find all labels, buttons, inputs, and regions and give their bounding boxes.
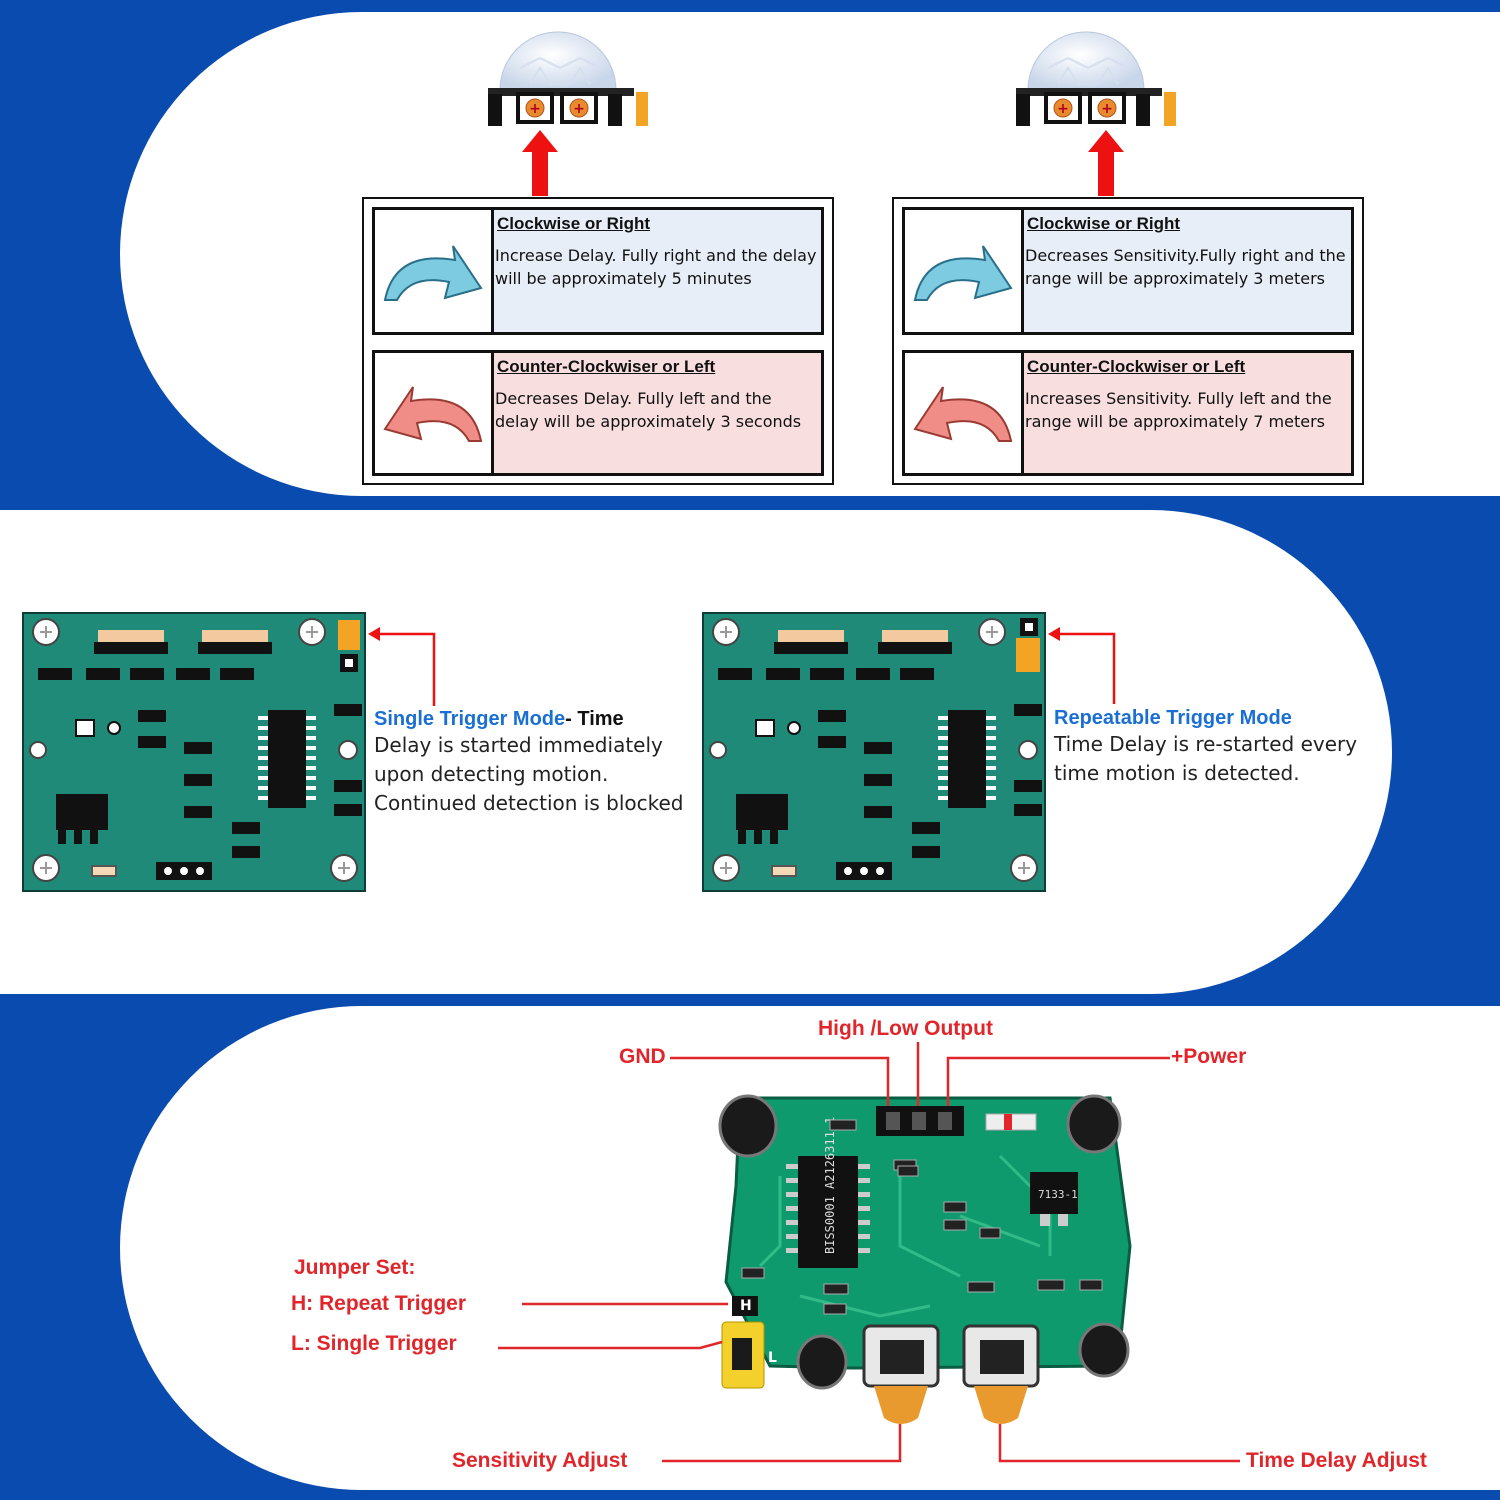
svg-text:+: + — [529, 101, 541, 117]
sensitivity-table: Clockwise or Right Decreases Sensitivity… — [892, 197, 1364, 485]
sensitivity-adjust-label: Sensitivity Adjust — [452, 1449, 628, 1472]
repeatable-trigger-text: Time Delay is re-started every time moti… — [1054, 732, 1358, 785]
counter-clockwise-heading: Counter-Clockwiser or Left — [1027, 357, 1246, 376]
clockwise-heading: Clockwise or Right — [497, 214, 651, 233]
jumper-l-label: L: Single Trigger — [291, 1332, 457, 1355]
repeatable-trigger-description: Repeatable Trigger Mode Time Delay is re… — [1054, 707, 1374, 788]
jumper-h-mark: H — [740, 1298, 752, 1314]
pir-sensor-icon: + + — [1016, 31, 1176, 126]
single-trigger-title-suffix: - Time — [565, 708, 624, 730]
clockwise-description: Decreases Sensitivity.Fully right and th… — [1025, 246, 1346, 288]
svg-text:+: + — [1101, 101, 1113, 117]
red-up-arrow-icon — [1088, 130, 1124, 196]
clockwise-arrow-icon — [905, 210, 1024, 332]
single-trigger-text: Delay is started immediately upon detect… — [374, 733, 684, 815]
pcb-single-trigger — [22, 612, 366, 892]
red-up-arrow-icon — [522, 130, 558, 196]
clockwise-arrow-icon — [375, 210, 494, 332]
pinout-diagram: BISS0001 A2126311.1 7133-1 H L — [498, 1042, 1240, 1463]
jumper-h-label: H: Repeat Trigger — [291, 1292, 467, 1315]
clockwise-heading: Clockwise or Right — [1027, 214, 1181, 233]
clockwise-description: Increase Delay. Fully right and the dela… — [495, 246, 817, 288]
counter-clockwise-heading: Counter-Clockwiser or Left — [497, 357, 716, 376]
jumper-l-mark: L — [768, 1350, 777, 1366]
output-label: High /Low Output — [818, 1017, 993, 1040]
regulator-label: 7133-1 — [1038, 1188, 1078, 1201]
pointer-arrow — [1048, 627, 1116, 704]
counter-clockwise-row: Counter-Clockwiser or Left Increases Sen… — [902, 350, 1354, 476]
pcb-repeatable-trigger — [702, 612, 1046, 892]
counter-clockwise-description: Increases Sensitivity. Fully left and th… — [1025, 389, 1332, 431]
pir-sensor-icon: + + — [488, 31, 648, 126]
counter-clockwise-arrow-icon — [375, 353, 494, 473]
single-trigger-description: Single Trigger Mode- Time Delay is start… — [374, 708, 704, 818]
chip-label: BISS0001 A2126311.1 — [823, 1117, 837, 1254]
time-delay-table: Clockwise or Right Increase Delay. Fully… — [362, 197, 834, 485]
single-trigger-title: Single Trigger Mode — [374, 708, 566, 730]
pointer-arrow — [368, 627, 436, 706]
jumper-set-title: Jumper Set: — [294, 1256, 416, 1279]
gnd-label: GND — [619, 1045, 666, 1068]
clockwise-row: Clockwise or Right Decreases Sensitivity… — [902, 207, 1354, 335]
power-label: +Power — [1171, 1045, 1247, 1068]
clockwise-row: Clockwise or Right Increase Delay. Fully… — [372, 207, 824, 335]
capacitor — [718, 1094, 1130, 1390]
repeatable-trigger-title: Repeatable Trigger Mode — [1054, 707, 1292, 729]
counter-clockwise-arrow-icon — [905, 353, 1024, 473]
time-delay-adjust-label: Time Delay Adjust — [1246, 1449, 1427, 1472]
svg-text:+: + — [1057, 101, 1069, 117]
svg-text:+: + — [573, 101, 585, 117]
counter-clockwise-description: Decreases Delay. Fully left and the dela… — [495, 389, 802, 431]
counter-clockwise-row: Counter-Clockwiser or Left Decreases Del… — [372, 350, 824, 476]
